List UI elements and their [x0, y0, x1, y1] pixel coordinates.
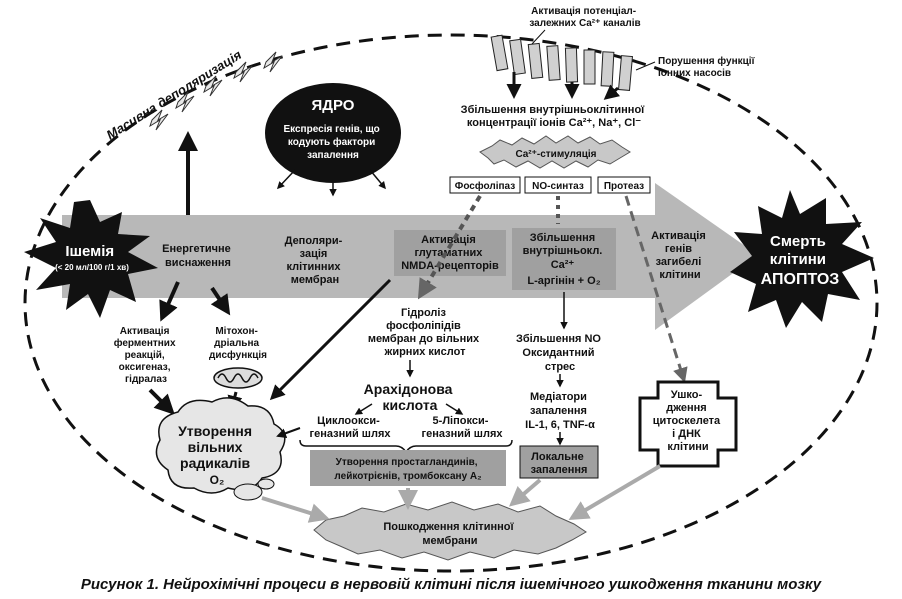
lipoxygenase-label: 5-Ліпокси- геназний шлях — [422, 415, 504, 440]
figure-caption: Рисунок 1. Нейрохімічні процеси в нервов… — [80, 576, 822, 593]
arrow-cyclooxy-to-radicals — [276, 427, 301, 438]
membrane-damage-label: Пошкодження клітинної мембрани — [383, 521, 516, 547]
nucleus-text: Експресія генів, що кодують фактори запа… — [283, 124, 382, 161]
ca-increase-label: Збільшення внутрішньокл. Ca²⁺ L-аргінін … — [523, 232, 606, 287]
arrow-energy-to-mito — [210, 286, 231, 316]
dashed-arrow-protease — [624, 195, 688, 383]
local-inflammation-label: Локальне запалення — [531, 451, 588, 476]
ischemia-burst — [24, 200, 158, 318]
cyclooxygenase-label: Циклоокси- геназний шлях — [310, 415, 392, 440]
phospholipase-label: Фосфоліпаз — [455, 180, 515, 192]
ion-channels — [490, 34, 634, 91]
enzyme-activation-label: Активація ферментних реакцій, оксигеназ,… — [114, 326, 179, 385]
free-radicals-label: Утворення вільних радикалів O₂ — [178, 423, 256, 487]
free-radicals-cloud — [155, 397, 286, 494]
massive-depolarization-label: Масивна деполяризація — [104, 47, 245, 143]
ion-increase-label: Збільшення внутрішньоклітинної концентра… — [461, 104, 648, 129]
energy-depletion-label: Енергетичне виснаження — [162, 243, 234, 269]
nucleus-title: ЯДРО — [312, 97, 355, 114]
cytoskeleton-label: Ушко- дження цитоскелета і ДНК клітини — [653, 389, 723, 453]
cytoskeleton-box — [638, 380, 738, 468]
no-synthase-box — [524, 176, 592, 194]
nmda-label: Активація глутаматних NMDA-рецепторів — [401, 234, 499, 272]
arrow-enzymes-to-radicals — [148, 388, 175, 415]
dashed-arrow-phospholipase — [417, 194, 482, 300]
arrow-depol-to-radicals — [269, 278, 392, 401]
ion-pumps-pointer — [635, 61, 656, 71]
hydrolysis-label: Гідроліз фосфоліпідів мембран до вільних… — [368, 307, 482, 358]
ca-stimulation-label: Ca²⁺-стимуляція — [516, 149, 597, 160]
arachidonic-label: Арахідонова кислота — [364, 381, 457, 413]
arrow-energy-to-enzymes — [159, 281, 180, 322]
protease-box — [597, 176, 651, 194]
protease-label: Протеаз — [604, 181, 644, 192]
ca-increase-box — [512, 228, 616, 290]
cell-death-burst — [730, 190, 874, 328]
nucleus — [265, 83, 401, 183]
phospholipase-box — [449, 176, 521, 194]
mediators-label: Медіатори запалення IL-1, 6, TNF-α — [525, 391, 595, 431]
arrow-to-lipoxy — [445, 403, 464, 415]
cell-boundary — [23, 33, 879, 573]
mitochondrion-icon — [213, 367, 263, 389]
membrane-depolarization-label: Деполяри- зація клітинних мембран — [285, 235, 346, 286]
channel-arrows — [506, 72, 621, 100]
nmda-box — [394, 230, 506, 276]
arrow-to-cyclooxy — [354, 403, 373, 415]
o2-bubble — [233, 483, 263, 501]
no-increase-label: Збільшення NO Оксидантний стрес — [516, 333, 604, 373]
lightning-bolts-left — [149, 51, 283, 131]
prostaglandins-label: Утворення простагландинів, лейкотрієнів,… — [334, 457, 481, 482]
ca-label-pointer — [531, 29, 546, 45]
nucleus-arrows — [276, 169, 386, 197]
prostaglandins-box — [310, 450, 506, 486]
mito-dysfunction-label: Мітохон- дріальна дисфункція — [209, 326, 267, 361]
membrane-damage-arrows — [261, 464, 662, 523]
ca-channels-label: Активація потенціал- залежних Ca²⁺ канал… — [529, 6, 640, 29]
ca-stimulation-burst — [479, 135, 631, 169]
ion-pumps-label: Порушення функції іонних насосів — [658, 55, 757, 79]
death-genes-label: Активація генів загибелі клітини — [651, 230, 709, 281]
local-inflammation-box — [519, 445, 599, 479]
ischemia-label: Ішемія (< 20 мл/100 г/1 хв) — [55, 243, 129, 272]
no-synthase-label: NO-синтаз — [532, 181, 584, 192]
cell-death-label: Смерть клітини АПОПТОЗ — [761, 233, 840, 288]
o2-bubble-small — [257, 478, 275, 490]
